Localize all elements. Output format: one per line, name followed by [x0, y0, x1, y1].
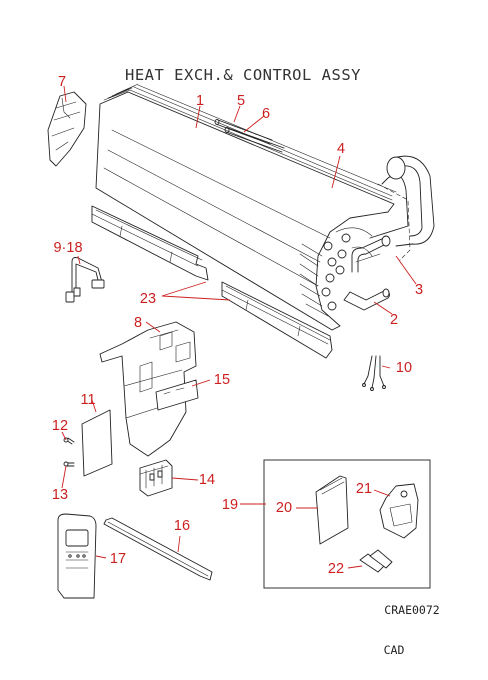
- remote-controller: [57, 513, 97, 599]
- remote-holder: [379, 483, 419, 539]
- drain-channel-upper: [91, 205, 209, 281]
- callout-12: 12: [52, 418, 68, 434]
- callout-13: 13: [52, 487, 68, 503]
- sensor-cable: [65, 257, 105, 303]
- callout-22: 22: [328, 561, 344, 577]
- callout-8: 8: [134, 315, 142, 331]
- callout-16: 16: [174, 518, 190, 534]
- footer-label: CAD: [384, 643, 405, 657]
- printed-circuit-board: [155, 379, 199, 411]
- screw-13: [63, 461, 75, 467]
- callout-2: 2: [390, 312, 398, 328]
- drawing-code: CRAE0072: [384, 603, 439, 617]
- callout-numbers: 7 1 5 6 4 3 2 9·18 23 8 10 15 11 12 13 1…: [52, 74, 423, 577]
- callout-6: 6: [262, 106, 270, 122]
- thin-tube-5: [214, 119, 273, 145]
- callout-15: 15: [214, 372, 230, 388]
- callout-21: 21: [356, 481, 372, 497]
- connection-pipe: [369, 155, 435, 261]
- coil-end-bends: [321, 227, 381, 311]
- drain-channel-lower: [221, 281, 333, 359]
- pipe-elbow-2: [343, 288, 391, 311]
- callout-11: 11: [80, 392, 95, 408]
- pipe-elbow-3: [351, 235, 391, 273]
- accessory-set-box: [263, 459, 431, 589]
- thin-tube-6: [224, 127, 285, 153]
- diagram-title: HEAT EXCH.& CONTROL ASSY: [125, 66, 361, 84]
- wire-leads: [362, 355, 386, 391]
- holder-rail: [103, 517, 213, 581]
- callout-23: 23: [140, 291, 156, 307]
- callout-9-18: 9·18: [53, 240, 82, 256]
- callout-5: 5: [237, 93, 245, 109]
- callout-7: 7: [58, 74, 66, 90]
- callout-4: 4: [337, 141, 345, 157]
- heat-exchanger-coil: [95, 83, 397, 331]
- callout-14: 14: [199, 472, 215, 488]
- callout-17: 17: [110, 551, 126, 567]
- terminal-block: [139, 459, 173, 497]
- callout-19: 19: [222, 497, 238, 513]
- callout-1: 1: [196, 93, 204, 109]
- cover-sheet: [81, 409, 113, 477]
- callout-3: 3: [415, 282, 423, 298]
- end-plate-bracket: [47, 91, 87, 167]
- callout-10: 10: [396, 360, 412, 376]
- batteries: [359, 549, 393, 573]
- control-box-housing: [99, 321, 197, 457]
- callout-20: 20: [276, 500, 292, 516]
- manual-booklet: [315, 475, 349, 545]
- leader-lines: [61, 85, 417, 569]
